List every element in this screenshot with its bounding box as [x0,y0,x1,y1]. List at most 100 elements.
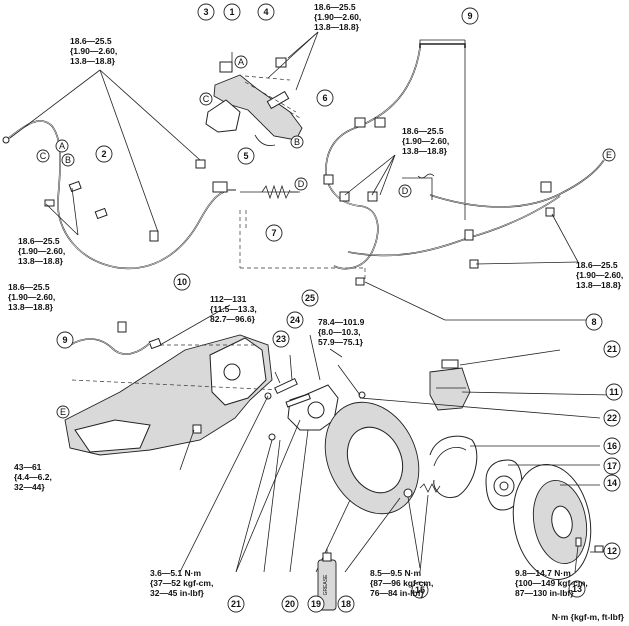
left-parking-cable-assembly [2,120,300,270]
callout-c18: 18 [337,595,355,613]
letter-marker-text: C [40,151,47,161]
callout-c15: 15 [411,581,429,599]
top-center-torque-leaders [267,31,319,91]
torque-spec-t-78: 78.4—101.9{8.0—10.3,57.9—75.1} [318,317,365,347]
units-note: N·m {kgf-m, ft-lbf} [552,612,625,622]
callout-number: 22 [607,413,617,423]
callout-number: 8 [591,317,596,327]
callout-number: 17 [607,461,617,471]
callout-c9b: 9 [56,331,74,349]
callout-number: 1 [229,7,234,17]
letter-marker-b1: B [61,153,75,167]
callout-number: 23 [276,334,286,344]
callout-number: 21 [231,599,241,609]
brake-backing-plate [264,377,366,441]
callout-number: 14 [607,478,617,488]
callout-number: 18 [341,599,351,609]
torque-spec-t-top-center: 18.6—25.5{1.90—2.60,13.8—18.8} [314,2,361,32]
letter-marker-d1: D [294,177,308,191]
top-left-torque-leaders [9,69,201,236]
right-torque-leaders [344,154,579,265]
parking-shoe [429,435,478,498]
letter-marker-e2: E [56,405,70,419]
callout-c8: 8 [585,313,603,331]
callout-c21a: 21 [603,340,621,358]
callout-c21b: 21 [227,595,245,613]
torque-spec-t-98: 9.8—14.7 N·m{100—149 kgf-cm,87—130 in-lb… [515,568,588,598]
grease-label: GREASE [323,574,329,596]
torque-spec-t-112: 112—131{11.5—13.3,82.7—96.6} [210,294,257,324]
callout-number: 25 [305,293,315,303]
callout-number: 11 [609,387,619,397]
callout-c1: 1 [223,3,241,21]
callout-number: 5 [243,151,248,161]
letter-marker-text: A [59,141,65,151]
callout-c12: 12 [603,542,621,560]
grease-tube: GREASE [317,548,337,611]
callout-number: 4 [263,7,268,17]
letter-marker-a2: A [234,55,248,69]
torque-spec-t-85: 8.5—9.5 N·m{87—96 kgf-cm,76—84 in-lbf} [370,568,433,598]
callout-number: 13 [572,584,582,594]
callout-c7: 7 [265,224,283,242]
callout-number: 2 [101,149,106,159]
callout-number: 21 [607,344,617,354]
callout-c23: 23 [272,330,290,348]
callout-number: 3 [203,7,208,17]
letter-marker-text: D [402,186,409,196]
torque-spec-t-left-mid: 18.6—25.5{1.90—2.60,13.8—18.8} [18,236,65,266]
callout-c17: 17 [603,457,621,475]
callout-c24: 24 [286,311,304,329]
callout-number: 24 [290,315,300,325]
callout-c16: 16 [603,437,621,455]
letter-marker-text: D [298,179,305,189]
letter-marker-c1: C [36,149,50,163]
callout-number: 19 [311,599,321,609]
callout-c3: 3 [197,3,215,21]
wheel-hub [485,459,523,511]
callout-number: 15 [415,585,425,595]
letter-marker-e1: E [602,148,616,162]
brake-disc [512,464,592,580]
torque-spec-t-43: 43—61{4.4—6.2,32—44} [14,462,52,492]
letter-marker-a1: A [55,139,69,153]
rear-knuckle-and-crossmember [64,304,281,471]
callout-c9a: 9 [461,7,479,25]
callout-c14: 14 [603,474,621,492]
callout-number: 12 [607,546,617,556]
cable-adjuster [239,184,600,321]
callout-number: 16 [607,441,617,451]
letter-marker-text: B [65,155,71,165]
callout-number: 7 [271,228,276,238]
torque-spec-t-36: 3.6—5.1 N·m{37—52 kgf-cm,32—45 in-lbf} [150,568,213,598]
callout-c4: 4 [257,3,275,21]
lower-leaders [179,334,613,573]
letter-marker-d2: D [398,184,412,198]
torque-spec-t-left-lower: 18.6—25.5{1.90—2.60,13.8—18.8} [8,282,55,312]
torque-spec-t-mid-right: 18.6—25.5{1.90—2.60,13.8—18.8} [402,126,449,156]
letter-marker-b2: B [290,135,304,149]
callout-number: 6 [322,93,327,103]
callout-number: 20 [285,599,295,609]
callout-number: 10 [177,277,187,287]
letter-marker-text: A [238,57,244,67]
letter-marker-text: B [294,137,300,147]
torque-spec-t-top-left: 18.6—25.5{1.90—2.60,13.8—18.8} [70,36,117,66]
callout-c6: 6 [316,89,334,107]
letter-marker-text: E [606,150,612,160]
brake-caliper [429,359,471,411]
callout-c13: 13 [568,580,586,598]
callout-number: 9 [62,335,67,345]
callout-c10: 10 [173,273,191,291]
rear-parking-cable-assembly [323,39,605,286]
callout-c19: 19 [307,595,325,613]
letter-marker-text: E [60,407,66,417]
callout-c2: 2 [95,145,113,163]
letter-marker-c2: C [199,92,213,106]
parking-brake-lever [205,52,303,146]
letter-marker-text: C [203,94,210,104]
callout-c11: 11 [605,383,623,401]
callout-c25: 25 [301,289,319,307]
callout-c20: 20 [281,595,299,613]
